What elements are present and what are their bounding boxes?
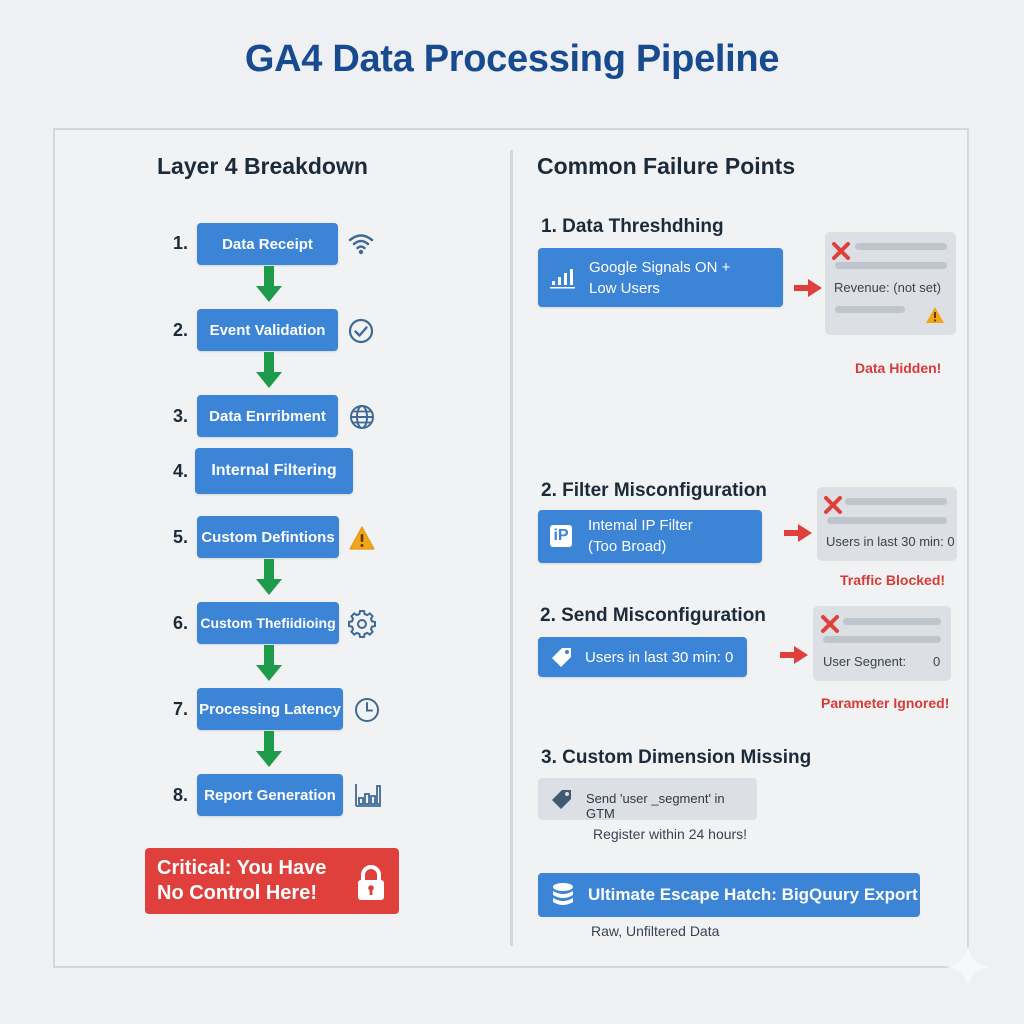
signal-bars-icon — [550, 269, 575, 289]
x-mark-icon — [824, 496, 842, 514]
check-circle-icon — [348, 318, 374, 344]
x-mark-icon — [821, 615, 839, 633]
flow-arrow — [256, 352, 282, 388]
step-number: 8. — [172, 785, 188, 805]
card-text: Revenue: (not set) — [834, 280, 941, 295]
red-arrow-icon — [780, 646, 808, 664]
flow-arrow — [256, 731, 282, 767]
cause-line-1: Google Signals ON + — [589, 259, 731, 276]
critical-line-1: Critical: You Have — [157, 857, 327, 879]
column-divider — [510, 150, 513, 946]
tag-icon — [552, 790, 571, 809]
step-number: 4. — [172, 461, 188, 481]
red-arrow-icon — [794, 279, 822, 297]
step-report-generation: Report Generation — [197, 774, 343, 816]
cause-line-2: Low Users — [589, 280, 660, 297]
gear-icon — [348, 610, 376, 638]
wifi-icon — [348, 234, 374, 255]
failure-cause-box: Google Signals ON + Low Users — [538, 248, 783, 307]
card-text: Users in last 30 min: 0 — [826, 534, 955, 549]
critical-line-2: No Control Here! — [157, 882, 317, 904]
gtm-instruction-box: Send 'user _segment' in GTM — [538, 778, 757, 821]
page-title: GA4 Data Processing Pipeline — [244, 38, 780, 80]
bigquery-export-label: Ultimate Escape Hatch: BigQuury Export — [588, 885, 918, 904]
step-number: 3. — [172, 406, 188, 426]
report-mock-card: Users in last 30 min: 0 — [817, 487, 957, 561]
cause-line-2: (Too Broad) — [588, 538, 667, 555]
failure-title: 2. Send Misconfiguration — [540, 605, 766, 626]
step-number: 2. — [172, 320, 188, 340]
step-custom-definitions: Custom Defintions — [197, 516, 339, 558]
lock-icon — [358, 865, 384, 900]
step-internal-filtering: Internal Filtering — [195, 448, 353, 494]
placeholder-line — [855, 243, 947, 250]
cause-line-1: Users in last 30 min: 0 — [585, 649, 734, 666]
step-data-enrichment: Data Enrribment — [197, 395, 338, 437]
failure-title: 2. Filter Misconfiguration — [541, 480, 767, 501]
report-mock-card: User Segnent: 0 — [813, 606, 951, 681]
step-number: 7. — [172, 699, 188, 719]
flow-arrow — [256, 645, 282, 681]
bar-chart-icon — [355, 784, 381, 807]
result-label: Parameter Ignored! — [821, 695, 950, 711]
sparkle-icon — [946, 945, 990, 989]
right-heading: Common Failure Points — [537, 153, 796, 179]
report-mock-card: Revenue: (not set) — [825, 232, 956, 335]
bigquery-export-banner: Ultimate Escape Hatch: BigQuury Export — [538, 873, 920, 917]
x-mark-icon — [832, 242, 850, 260]
failure-title: 1. Data Threshdhing — [541, 216, 724, 237]
result-label: Data Hidden! — [855, 360, 942, 376]
placeholder-line — [827, 517, 947, 524]
red-arrow-icon — [784, 524, 812, 542]
step-number: 1. — [172, 233, 188, 253]
placeholder-line — [823, 636, 941, 643]
left-heading: Layer 4 Breakdown — [157, 153, 368, 179]
card-label: User Segnent: — [823, 654, 907, 669]
ip-icon: iP — [550, 525, 572, 547]
critical-warning-banner: Critical: You Have No Control Here! — [145, 848, 399, 914]
clock-icon — [355, 698, 379, 722]
step-data-receipt: Data Receipt — [197, 223, 338, 265]
placeholder-line — [835, 262, 947, 269]
warning-icon — [349, 526, 375, 550]
flow-arrow — [256, 266, 282, 302]
globe-icon — [350, 405, 374, 429]
failure-cause-box: Users in last 30 min: 0 — [538, 637, 747, 677]
placeholder-line — [845, 498, 947, 505]
result-label: Traffic Blocked! — [840, 572, 946, 588]
step-number: 5. — [172, 527, 188, 547]
gtm-instruction-text: Send 'user _segment' in GTM — [586, 791, 725, 821]
placeholder-line — [835, 306, 905, 313]
step-event-validation: Event Validation — [197, 309, 338, 351]
card-value: 0 — [933, 654, 941, 669]
step-processing-latency: Processing Latency — [197, 688, 343, 730]
flow-arrow — [256, 559, 282, 595]
warning-icon — [926, 307, 944, 323]
tag-icon — [552, 648, 571, 667]
raw-data-note: Raw, Unfiltered Data — [591, 923, 720, 939]
cause-line-1: Intemal IP Filter — [588, 517, 693, 534]
step-number: 6. — [172, 613, 188, 633]
step-custom-thresholding: Custom Thefiidioing — [197, 602, 339, 644]
placeholder-line — [843, 618, 941, 625]
failure-cause-box: iP Intemal IP Filter (Too Broad) — [538, 510, 762, 563]
register-note: Register within 24 hours! — [593, 826, 748, 842]
failure-title: 3. Custom Dimension Missing — [541, 747, 812, 768]
database-icon — [553, 883, 573, 905]
